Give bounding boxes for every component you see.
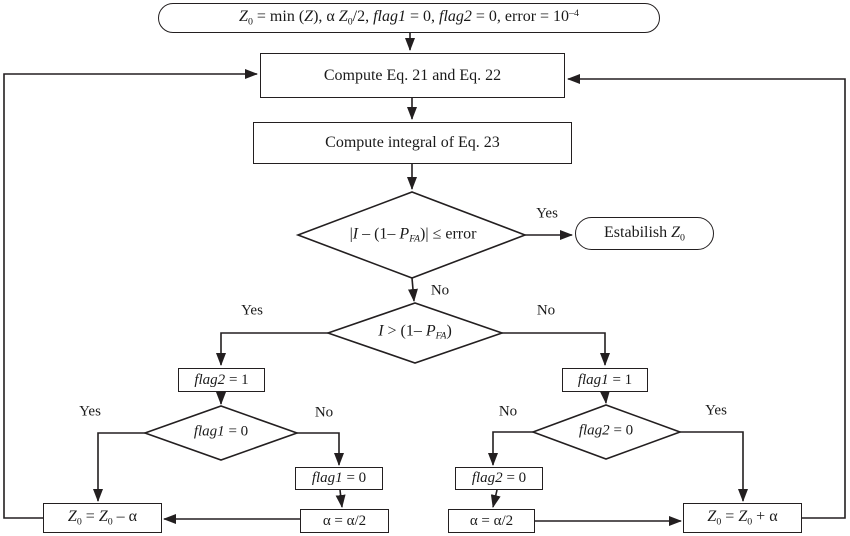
edge-label-d3-yes: Yes [79,403,101,420]
connector-z-plus-loop-to-compute1 [567,74,846,519]
connector-d3-no-to-flag1-0 [297,432,344,466]
edge-label-d1-no: No [430,282,450,299]
z0-plus-alpha-box: Z0 = Z0 + α [683,503,802,533]
connector-flag1-0-to-alpha-left [335,489,346,508]
decision-flag2-diamond [530,404,683,460]
flag1-set-0-box: flag1 = 0 [295,467,383,490]
connector-flag1-1-to-d4 [599,390,610,404]
start-node: Z0 = min (Z), α Z0/2, flag1 = 0, flag2 =… [158,3,660,33]
alpha-halve-left-label: α = α/2 [322,512,367,529]
alpha-halve-left-box: α = α/2 [300,509,389,533]
alpha-halve-right-label: α = α/2 [469,512,514,529]
flag1-set-1-box: flag1 = 1 [562,368,648,392]
z0-minus-alpha-box: Z0 = Z0 – α [43,503,162,533]
start-node-label: Z0 = min (Z), α Z0/2, flag1 = 0, flag2 =… [239,8,579,28]
connector-d1-no-to-d2 [407,277,418,302]
flag1-set-1-label: flag1 = 1 [577,371,633,388]
alpha-halve-right-box: α = α/2 [448,509,535,533]
z0-plus-alpha-label: Z0 = Z0 + α [707,508,778,528]
flag1-set-0-label: flag1 = 0 [311,470,367,486]
establish-z0-label: Estabilish Z0 [604,223,685,244]
connector-d3-yes-to-z-minus [93,432,145,502]
compute-integral-eq23-label: Compute integral of Eq. 23 [325,134,500,151]
compute-eq21-eq22-label: Compute Eq. 21 and Eq. 22 [323,66,502,84]
flag2-set-1-box: flag2 = 1 [178,368,265,392]
edge-label-d3-no: No [314,404,334,421]
decision-flag1-diamond [142,405,300,461]
compute-integral-eq23-box: Compute integral of Eq. 23 [253,122,572,164]
edge-label-d1-yes: Yes [536,205,558,222]
z0-minus-alpha-label: Z0 = Z0 – α [67,508,138,528]
connector-d4-yes-to-z-plus [680,431,748,502]
connector-d2-yes-to-flag2-1 [216,332,328,366]
decision-i-greater-diamond [325,302,505,364]
connector-d4-no-to-flag2-0 [488,431,533,466]
edge-label-d2-yes: Yes [241,302,263,319]
connector-z-minus-loop-to-compute1 [3,69,258,519]
decision-error-diamond [295,191,528,279]
edge-label-d2-no: No [536,302,556,319]
compute-eq21-eq22-box: Compute Eq. 21 and Eq. 22 [260,53,565,98]
edge-label-d4-no: No [498,403,518,420]
flag2-set-1-label: flag2 = 1 [194,371,249,388]
decision-error-label: |I – (1– PFA)| ≤ error [349,225,477,245]
connector-flag2-0-to-alpha-right [490,489,501,508]
decision-flag2-label: flag2 = 0 [578,422,634,439]
flag2-set-0-box: flag2 = 0 [455,467,543,490]
edge-label-d4-yes: Yes [705,402,727,419]
decision-flag1-label: flag1 = 0 [193,423,249,440]
decision-i-greater-label: I > (1– PFA) [378,322,452,342]
flag2-set-0-label: flag2 = 0 [471,470,527,486]
connector-d2-no-to-flag1-1 [502,332,610,366]
establish-z0-node: Estabilish Z0 [575,217,714,250]
